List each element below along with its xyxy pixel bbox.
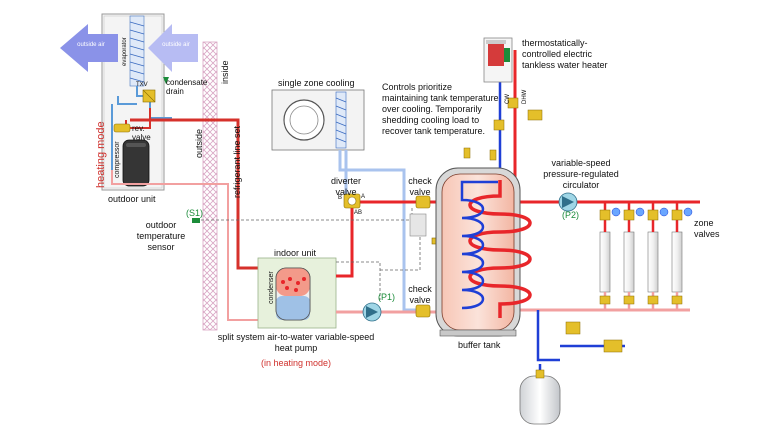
circulator-note: variable-speed pressure-regulated circul… <box>543 158 619 190</box>
tank-air-vents <box>463 147 497 161</box>
controls-note: Controls prioritize maintaining tank tem… <box>382 82 499 136</box>
rev-valve-label: rev. valve <box>132 124 151 142</box>
outside-air-in-arrow <box>148 24 198 72</box>
buffer-tank <box>435 167 532 337</box>
indoor-unit <box>257 257 337 329</box>
heating-mode-note: (in heating mode) <box>260 358 332 368</box>
water-heater-note: thermostatically-controlled electric tan… <box>522 38 608 70</box>
check-valve-bottom-icon <box>415 304 431 318</box>
indoor-unit-label: indoor unit <box>274 248 317 258</box>
zone-manifold <box>599 202 693 310</box>
outside-air-out-arrow <box>60 24 118 72</box>
wall-line-set <box>202 41 218 331</box>
circulator-p2-icon <box>558 192 578 212</box>
dhw-mixing-valves <box>493 97 543 131</box>
p2-label: (P2) <box>562 210 580 220</box>
heating-mode-label: heating mode <box>95 121 107 188</box>
compressor-icon <box>122 139 150 187</box>
single-zone-cooling-unit <box>271 89 365 151</box>
evaporator-label: evaporator <box>122 37 128 66</box>
cw-label: CW <box>505 94 511 104</box>
diverter-port-ab: AB <box>354 210 363 216</box>
controller-box <box>409 213 427 237</box>
fill-valve-icon <box>565 321 581 335</box>
diverter-valve-icon <box>343 193 361 209</box>
outdoor-unit-label: outdoor unit <box>108 194 156 204</box>
inside-label: inside <box>220 60 230 84</box>
heat-pump-caption: split system air-to-water variable-speed… <box>217 332 375 353</box>
single-zone-cooling-label: single zone cooling <box>278 78 355 88</box>
outdoor-sensor-icon <box>192 218 200 223</box>
txv-valve-icon <box>142 89 156 103</box>
zone-valves-label: zone valves <box>694 218 720 239</box>
refrigerant-line-set-label: refrigerant line set <box>232 125 242 198</box>
evaporator-coil <box>129 15 145 87</box>
outside-label: outside <box>194 128 204 158</box>
circulator-p1-icon <box>362 302 382 322</box>
backflow-preventer-icon <box>603 339 623 353</box>
check-valve-bottom-label: check valve <box>408 284 432 305</box>
buffer-tank-label: buffer tank <box>458 340 501 350</box>
dhw-label: DHW <box>522 89 528 104</box>
condenser-label: condenser <box>268 271 275 304</box>
outside-air-right-label: outside air <box>162 42 190 48</box>
condensate-drain-icon <box>163 77 169 84</box>
diverter-valve-label: diverter valve <box>330 176 361 197</box>
s1-label: (S1) <box>186 208 204 218</box>
txv-label: TXV <box>136 82 148 88</box>
refrigerant-line-set-pipes <box>111 118 262 321</box>
diverter-port-a: A <box>361 194 366 200</box>
check-valve-top-label: check valve <box>408 176 432 197</box>
check-valve-top-icon <box>415 195 431 209</box>
condensate-drain-label: condensate drain <box>166 78 208 96</box>
diverter-port-b: B <box>338 195 343 201</box>
reversing-valve-icon <box>113 123 131 133</box>
outside-air-left-label: outside air <box>77 42 105 48</box>
outdoor-sensor-label: outdoor temperature sensor <box>136 220 186 252</box>
p1-label: (P1) <box>378 292 396 302</box>
tankless-water-heater <box>483 37 513 83</box>
expansion-tank <box>519 369 561 425</box>
compressor-label: compressor <box>114 141 121 178</box>
